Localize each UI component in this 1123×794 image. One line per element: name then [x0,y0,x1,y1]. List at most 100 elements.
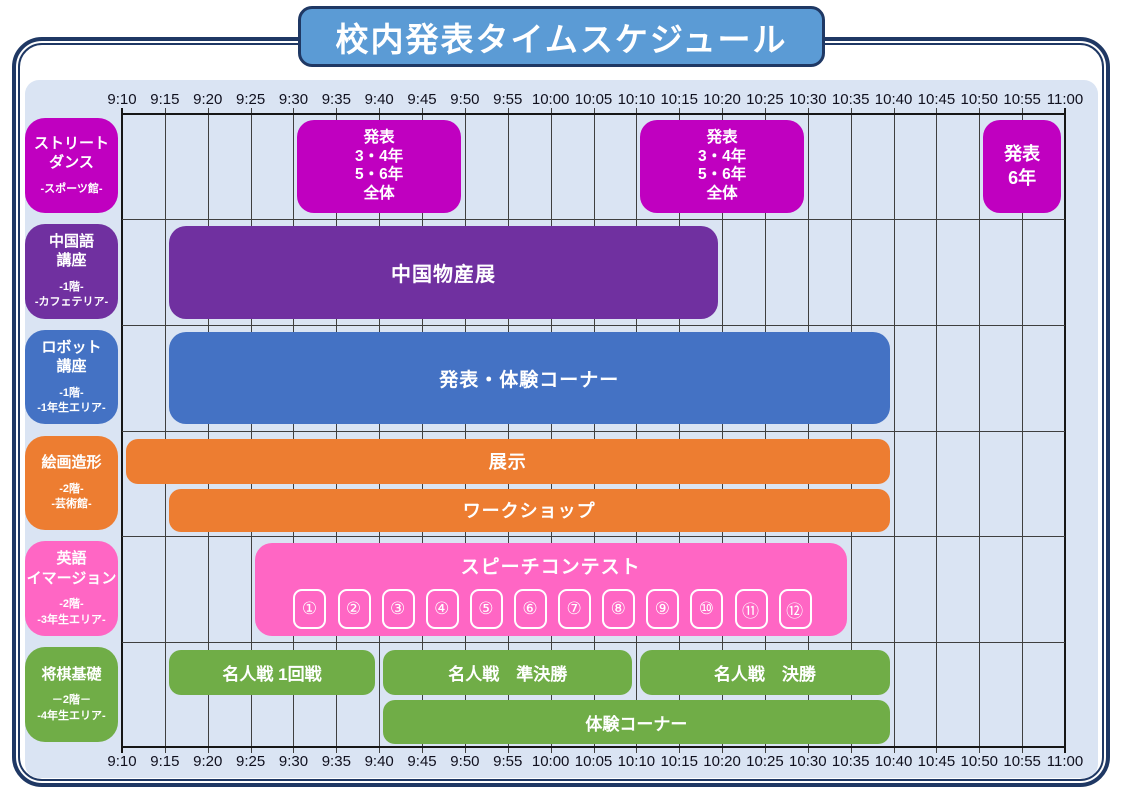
row-label-location-line: -4年生エリア- [37,709,106,722]
gridline-horizontal [122,324,1065,326]
bar-text-line: スピーチコンテスト [460,557,641,579]
time-label-top: 10:25 [746,91,784,108]
time-label-top: 10:05 [574,91,613,108]
time-label-top: 9:30 [278,91,309,108]
row-label-english-immersion: 英語イマージョン -2階--3年生エリア- [25,541,118,637]
time-label-top: 10:40 [874,91,913,108]
row-label-location: -1階- -カフェテリア- [35,280,108,311]
row-label-chinese-course: 中国語講座 -1階- -カフェテリア- [25,223,118,319]
row-label-name-line: 英語 [56,550,87,568]
gridline-horizontal [122,430,1065,432]
bar-text-line: 中国物産展 [390,263,496,286]
gridline-horizontal [122,642,1065,644]
time-label-top: 9:20 [193,91,223,108]
time-label-top: 10:20 [703,91,741,108]
bar-text-line: 名人戦 準決勝 [448,665,568,685]
row-label-robot-course: ロボット講座 -1階--1年生エリア- [25,329,118,425]
time-label-bottom: 10:50 [960,753,999,770]
row-label-location: -2階--3年生エリア- [37,597,105,628]
time-label-bottom: 10:10 [617,753,656,770]
row-label-location: -スポーツ館- [40,182,102,197]
bar-text-line: 3・4年 [697,147,747,165]
bar-text-line: 名人戦 1回戦 [222,665,322,685]
gridline-horizontal [122,536,1065,538]
bar-text-line: 全体 [706,185,738,202]
bar-text-line: 3・4年 [355,147,404,165]
speech-slot: ② [337,589,371,630]
time-label-bottom: 9:35 [321,753,351,770]
time-label-bottom: 9:20 [193,753,223,770]
time-label-bottom: 10:00 [531,753,570,770]
row-label-location-line: －2階－ [51,694,92,707]
bar-text-line: ワークショップ [462,501,596,522]
row-label-name: 将棋基礎 [41,665,101,685]
row-label-name-line: 講座 [56,252,87,270]
row-label-location-line: -芸術館- [51,498,92,511]
schedule-bar-art-modeling-0: 展示 [126,438,890,484]
bar-text-line: 発表 [706,129,738,147]
row-label-location: -1階--1年生エリア- [37,386,105,417]
schedule-bar-robot-course-0: 発表・体験コーナー [168,331,890,425]
speech-slot: ⑪ [734,589,768,630]
time-label-top: 9:40 [364,91,394,108]
row-label-name: 英語イマージョン [27,549,117,588]
bar-text-line: 体験コーナー [585,714,688,734]
time-label-top: 10:30 [789,91,827,108]
time-label-top: 10:15 [660,91,698,108]
speech-slot: ③ [381,589,415,630]
gridline-horizontal [122,218,1065,220]
row-label-location-line: -3年生エリア- [37,613,106,626]
bar-text-line: 6年 [1008,168,1037,189]
time-label-bottom: 9:55 [493,753,523,770]
time-label-bottom: 9:15 [150,753,180,770]
row-label-name: 中国語講座 [49,232,94,271]
time-label-bottom: 9:50 [450,753,480,770]
row-label-name-line: 将棋基礎 [41,665,102,683]
time-label-top: 10:10 [617,91,656,108]
speech-slot: ⑥ [513,589,547,630]
bar-text-line: 5・6年 [355,166,404,184]
schedule-bar-street-dance-2: 発表 6年 [983,120,1061,213]
time-label-bottom: 9:40 [364,753,394,770]
schedule-bar-shogi-basics-0: 名人戦 1回戦 [168,650,376,696]
row-label-location-line: -1階- [59,280,84,293]
bar-text-line: 5・6年 [697,166,747,184]
row-label-location-line: -2階- [59,482,84,495]
row-label-name-line: ストリート [33,134,109,152]
schedule-bar-shogi-basics-1: 名人戦 準決勝 [383,650,633,696]
bar-text-line: 名人戦 決勝 [713,665,816,685]
time-label-bottom: 9:30 [278,753,309,770]
row-label-name-line: ロボット [41,338,102,356]
time-label-bottom: 9:25 [235,753,266,770]
speech-slot: ⑧ [602,589,636,630]
row-label-location-line: -カフェテリア- [34,296,109,309]
schedule-bar-shogi-basics-2: 名人戦 決勝 [640,650,890,696]
time-label-top: 9:45 [407,91,437,108]
speech-slot: ⑨ [646,589,680,630]
time-label-top: 9:55 [493,91,523,108]
time-label-top: 10:00 [531,91,570,108]
time-label-top: 10:55 [1003,91,1041,108]
bar-text-line: 発表 [1004,144,1041,165]
time-label-bottom: 10:25 [746,753,784,770]
time-label-bottom: 10:45 [917,753,956,770]
time-label-bottom: 10:20 [703,753,741,770]
row-label-art-modeling: 絵画造形-2階--芸術館- [25,435,118,531]
schedule-bar-chinese-course-0: 中国物産展 [168,225,719,319]
row-label-street-dance: ストリートダンス-スポーツ館- [25,118,118,213]
bar-text-line: 展示 [488,452,527,472]
time-label-top: 9:10 [107,91,137,108]
gridline-horizontal [122,746,1065,748]
speech-slot: ① [293,589,327,630]
time-label-top: 9:50 [450,91,480,108]
time-label-top: 9:35 [321,91,351,108]
row-label-name: ロボット講座 [41,338,101,377]
row-label-location-line: -スポーツ館- [40,182,103,195]
time-label-bottom: 11:00 [1046,753,1084,770]
